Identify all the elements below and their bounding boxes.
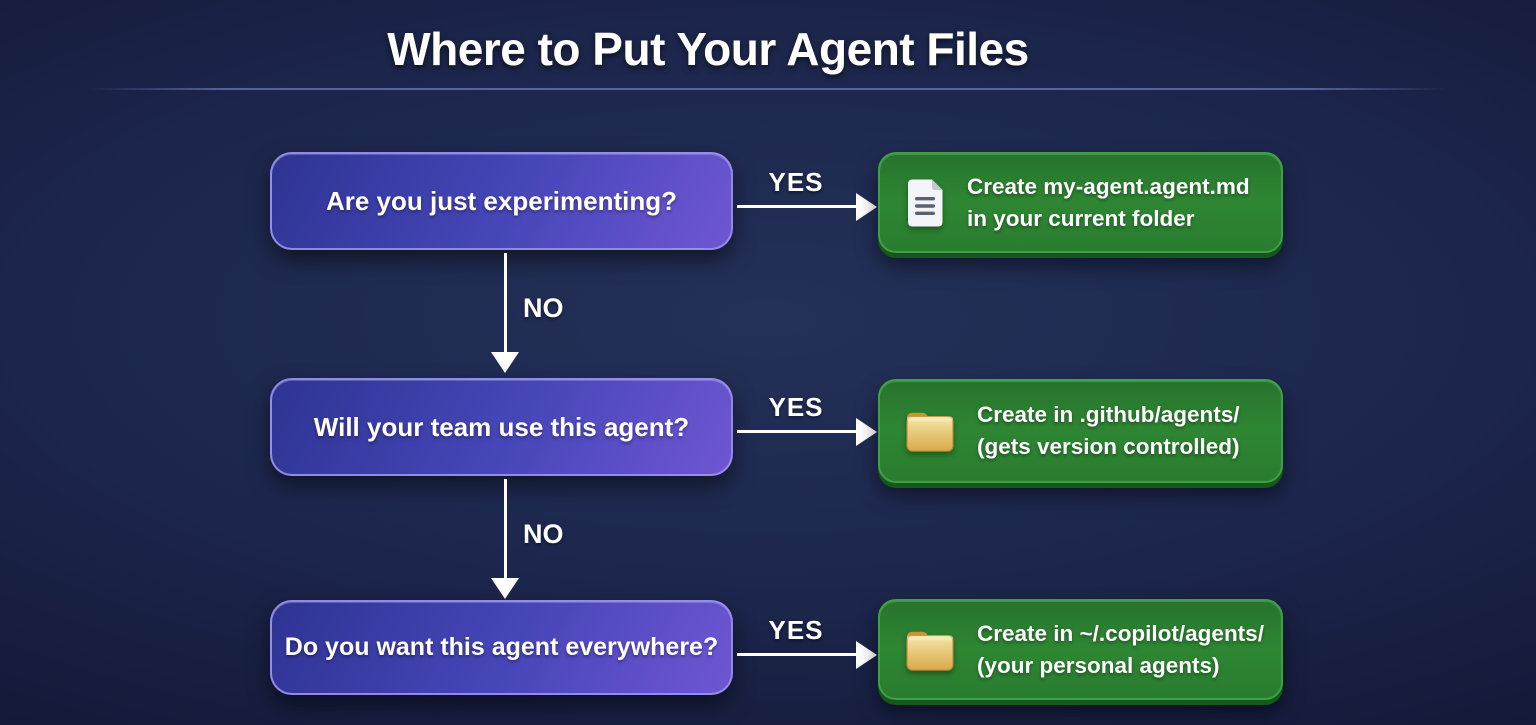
arrow-line [737,430,861,433]
result-line-2: in your current folder [967,205,1195,231]
arrow-line [737,205,861,208]
page-title: Where to Put Your Agent Files [387,23,1029,75]
question-text: Are you just experimenting? [325,185,678,216]
folder-icon [903,626,957,674]
yes-arrow-2: YES [737,392,878,454]
yes-label: YES [768,392,824,422]
question-box-team-use: Will your team use this agent? [270,378,733,476]
arrow-head-icon [491,578,519,599]
result-box-current-folder: Create my-agent.agent.md in your current… [878,152,1283,253]
arrow-line [504,253,507,353]
folder-icon [903,407,957,455]
title-divider [88,88,1448,90]
result-text: Create in .github/agents/ (gets version … [977,399,1240,463]
arrow-line [737,653,861,656]
arrow-head-icon [491,352,519,373]
result-line-1: Create in ~/.copilot/agents/ [977,620,1264,646]
no-arrow-2: NO [491,479,587,601]
no-arrow-1: NO [491,253,587,375]
result-line-1: Create my-agent.agent.md [967,173,1250,199]
arrow-line [504,479,507,579]
question-box-experimenting: Are you just experimenting? [270,152,733,250]
result-line-1: Create in .github/agents/ [977,402,1240,428]
result-box-github-agents: Create in .github/agents/ (gets version … [878,379,1283,483]
yes-label: YES [768,615,824,645]
arrow-head-icon [856,417,877,446]
result-line-2: (gets version controlled) [977,434,1240,459]
no-label: NO [523,519,564,549]
no-label: NO [523,293,564,323]
arrow-head-icon [856,192,877,221]
yes-arrow-3: YES [737,615,878,677]
question-text: Do you want this agent everywhere? [284,633,719,661]
question-text: Will your team use this agent? [313,411,690,442]
document-icon [903,177,947,229]
yes-label: YES [768,167,824,197]
question-box-agent-everywhere: Do you want this agent everywhere? [270,600,733,695]
result-line-2: (your personal agents) [977,652,1220,678]
yes-arrow-1: YES [737,167,878,229]
result-text: Create my-agent.agent.md in your current… [967,171,1250,235]
result-box-copilot-agents: Create in ~/.copilot/agents/ (your perso… [878,599,1283,700]
result-text: Create in ~/.copilot/agents/ (your perso… [977,618,1264,682]
arrow-head-icon [856,640,877,669]
